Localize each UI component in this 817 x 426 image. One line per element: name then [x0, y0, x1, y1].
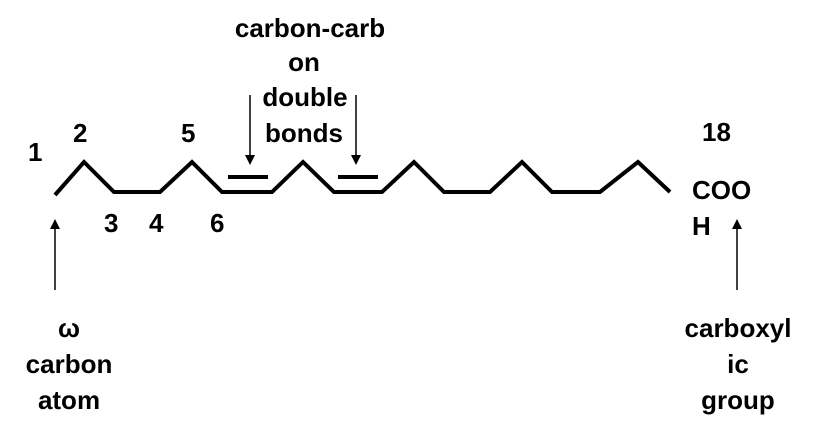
carbon-number-1: 1 — [28, 137, 43, 167]
double-bonds-label-line-3: double — [262, 82, 348, 112]
omega-label-line-2: carbon — [25, 349, 113, 379]
double-bonds-label-line-4: bonds — [265, 118, 343, 148]
double-bonds-label-line-1: carbon-carb — [234, 13, 386, 43]
double-bonds-label-line-2: on — [288, 47, 320, 77]
carbon-number-2: 2 — [73, 118, 88, 148]
carboxyl-formula-line-2: H — [692, 211, 711, 241]
carbon-number-6: 6 — [210, 208, 225, 238]
carboxylic-label-line-1: carboxyl — [684, 313, 792, 343]
carbon-number-3: 3 — [104, 208, 119, 238]
carboxyl-formula-line-1: COO — [692, 175, 752, 205]
carbon-number-5: 5 — [181, 118, 196, 148]
carboxylic-label-line-3: group — [701, 385, 775, 415]
carboxylic-label-line-2: ic — [727, 349, 749, 379]
omega-label-line-1: ω — [58, 313, 80, 343]
carbon-number-18: 18 — [702, 117, 731, 147]
carbon-chain — [53, 159, 672, 197]
omega-label-line-3: atom — [37, 385, 101, 415]
carbon-number-4: 4 — [149, 208, 164, 238]
